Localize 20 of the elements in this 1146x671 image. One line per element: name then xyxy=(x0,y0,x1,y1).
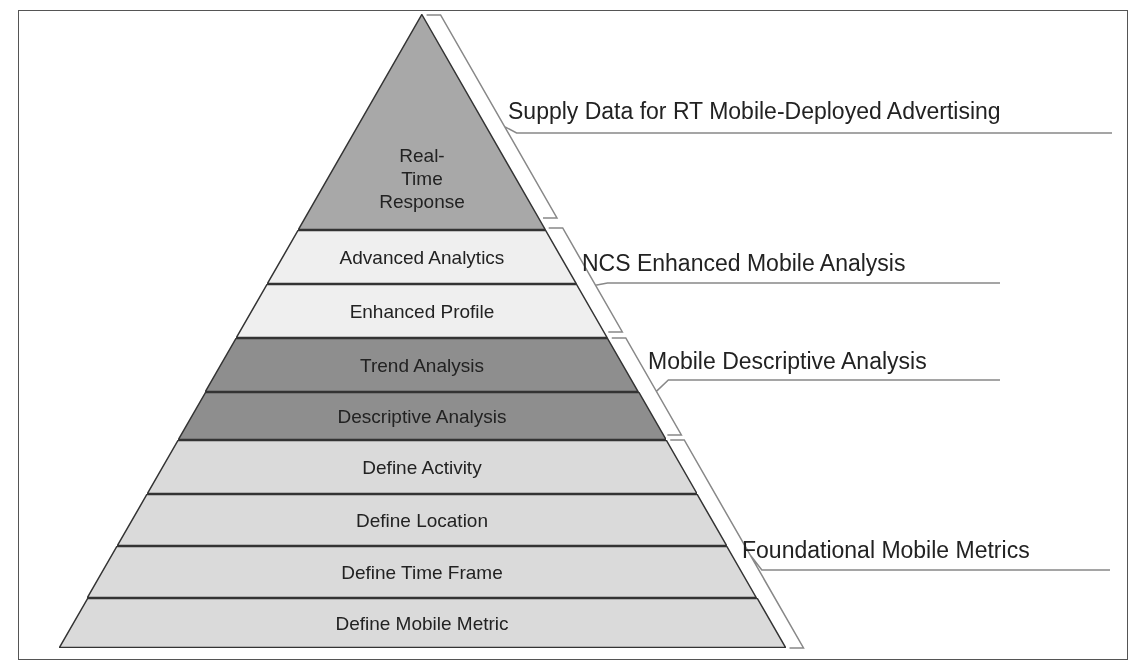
bracket-label: Foundational Mobile Metrics xyxy=(742,537,1030,564)
bracket-label: Mobile Descriptive Analysis xyxy=(648,348,927,375)
layer-label: Define Activity xyxy=(361,455,483,479)
layer-label: Enhanced Profile xyxy=(348,299,496,323)
bracket-label: NCS Enhanced Mobile Analysis xyxy=(582,250,906,277)
layer-label: Real- Time Response xyxy=(378,144,466,213)
layer-label: Descriptive Analysis xyxy=(336,404,508,428)
layer-label: Advanced Analytics xyxy=(338,245,506,269)
layer-label: Define Mobile Metric xyxy=(334,611,510,635)
layer-label: Define Time Frame xyxy=(340,560,504,584)
pyramid-layer xyxy=(267,230,577,284)
layer-label: Trend Analysis xyxy=(359,353,485,377)
pyramid-layer xyxy=(236,284,608,338)
pyramid-layer xyxy=(116,494,727,546)
pyramid-layer xyxy=(177,392,667,440)
pyramid-layer xyxy=(58,598,786,648)
layer-label: Define Location xyxy=(354,508,489,532)
pyramid-layer xyxy=(146,440,698,494)
bracket-label: Supply Data for RT Mobile-Deployed Advertising xyxy=(508,98,1001,125)
pyramid-layer xyxy=(205,338,639,392)
